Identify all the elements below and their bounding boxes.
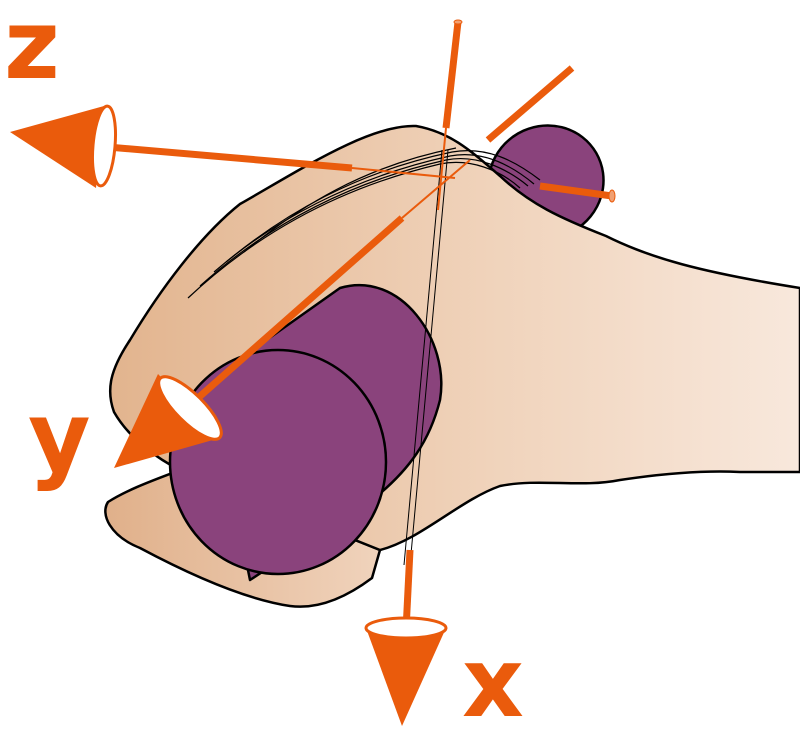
z-axis-label: z xyxy=(4,0,60,101)
axis-guide-lines xyxy=(403,149,449,566)
x-axis xyxy=(364,19,463,726)
y-axis-label: y xyxy=(28,381,91,493)
x-axis-cone-base xyxy=(364,616,448,640)
x-axis-label: x xyxy=(462,627,524,739)
y-axis-arrowhead xyxy=(114,374,220,468)
z-axis xyxy=(10,104,616,203)
z-axis-arrowhead xyxy=(10,106,104,188)
x-axis-arrowhead xyxy=(366,628,446,726)
cylinder-grip xyxy=(168,284,443,582)
y-axis-cone-base xyxy=(157,375,223,441)
z-axis-cone-base xyxy=(91,104,117,188)
y-axis xyxy=(114,65,575,468)
